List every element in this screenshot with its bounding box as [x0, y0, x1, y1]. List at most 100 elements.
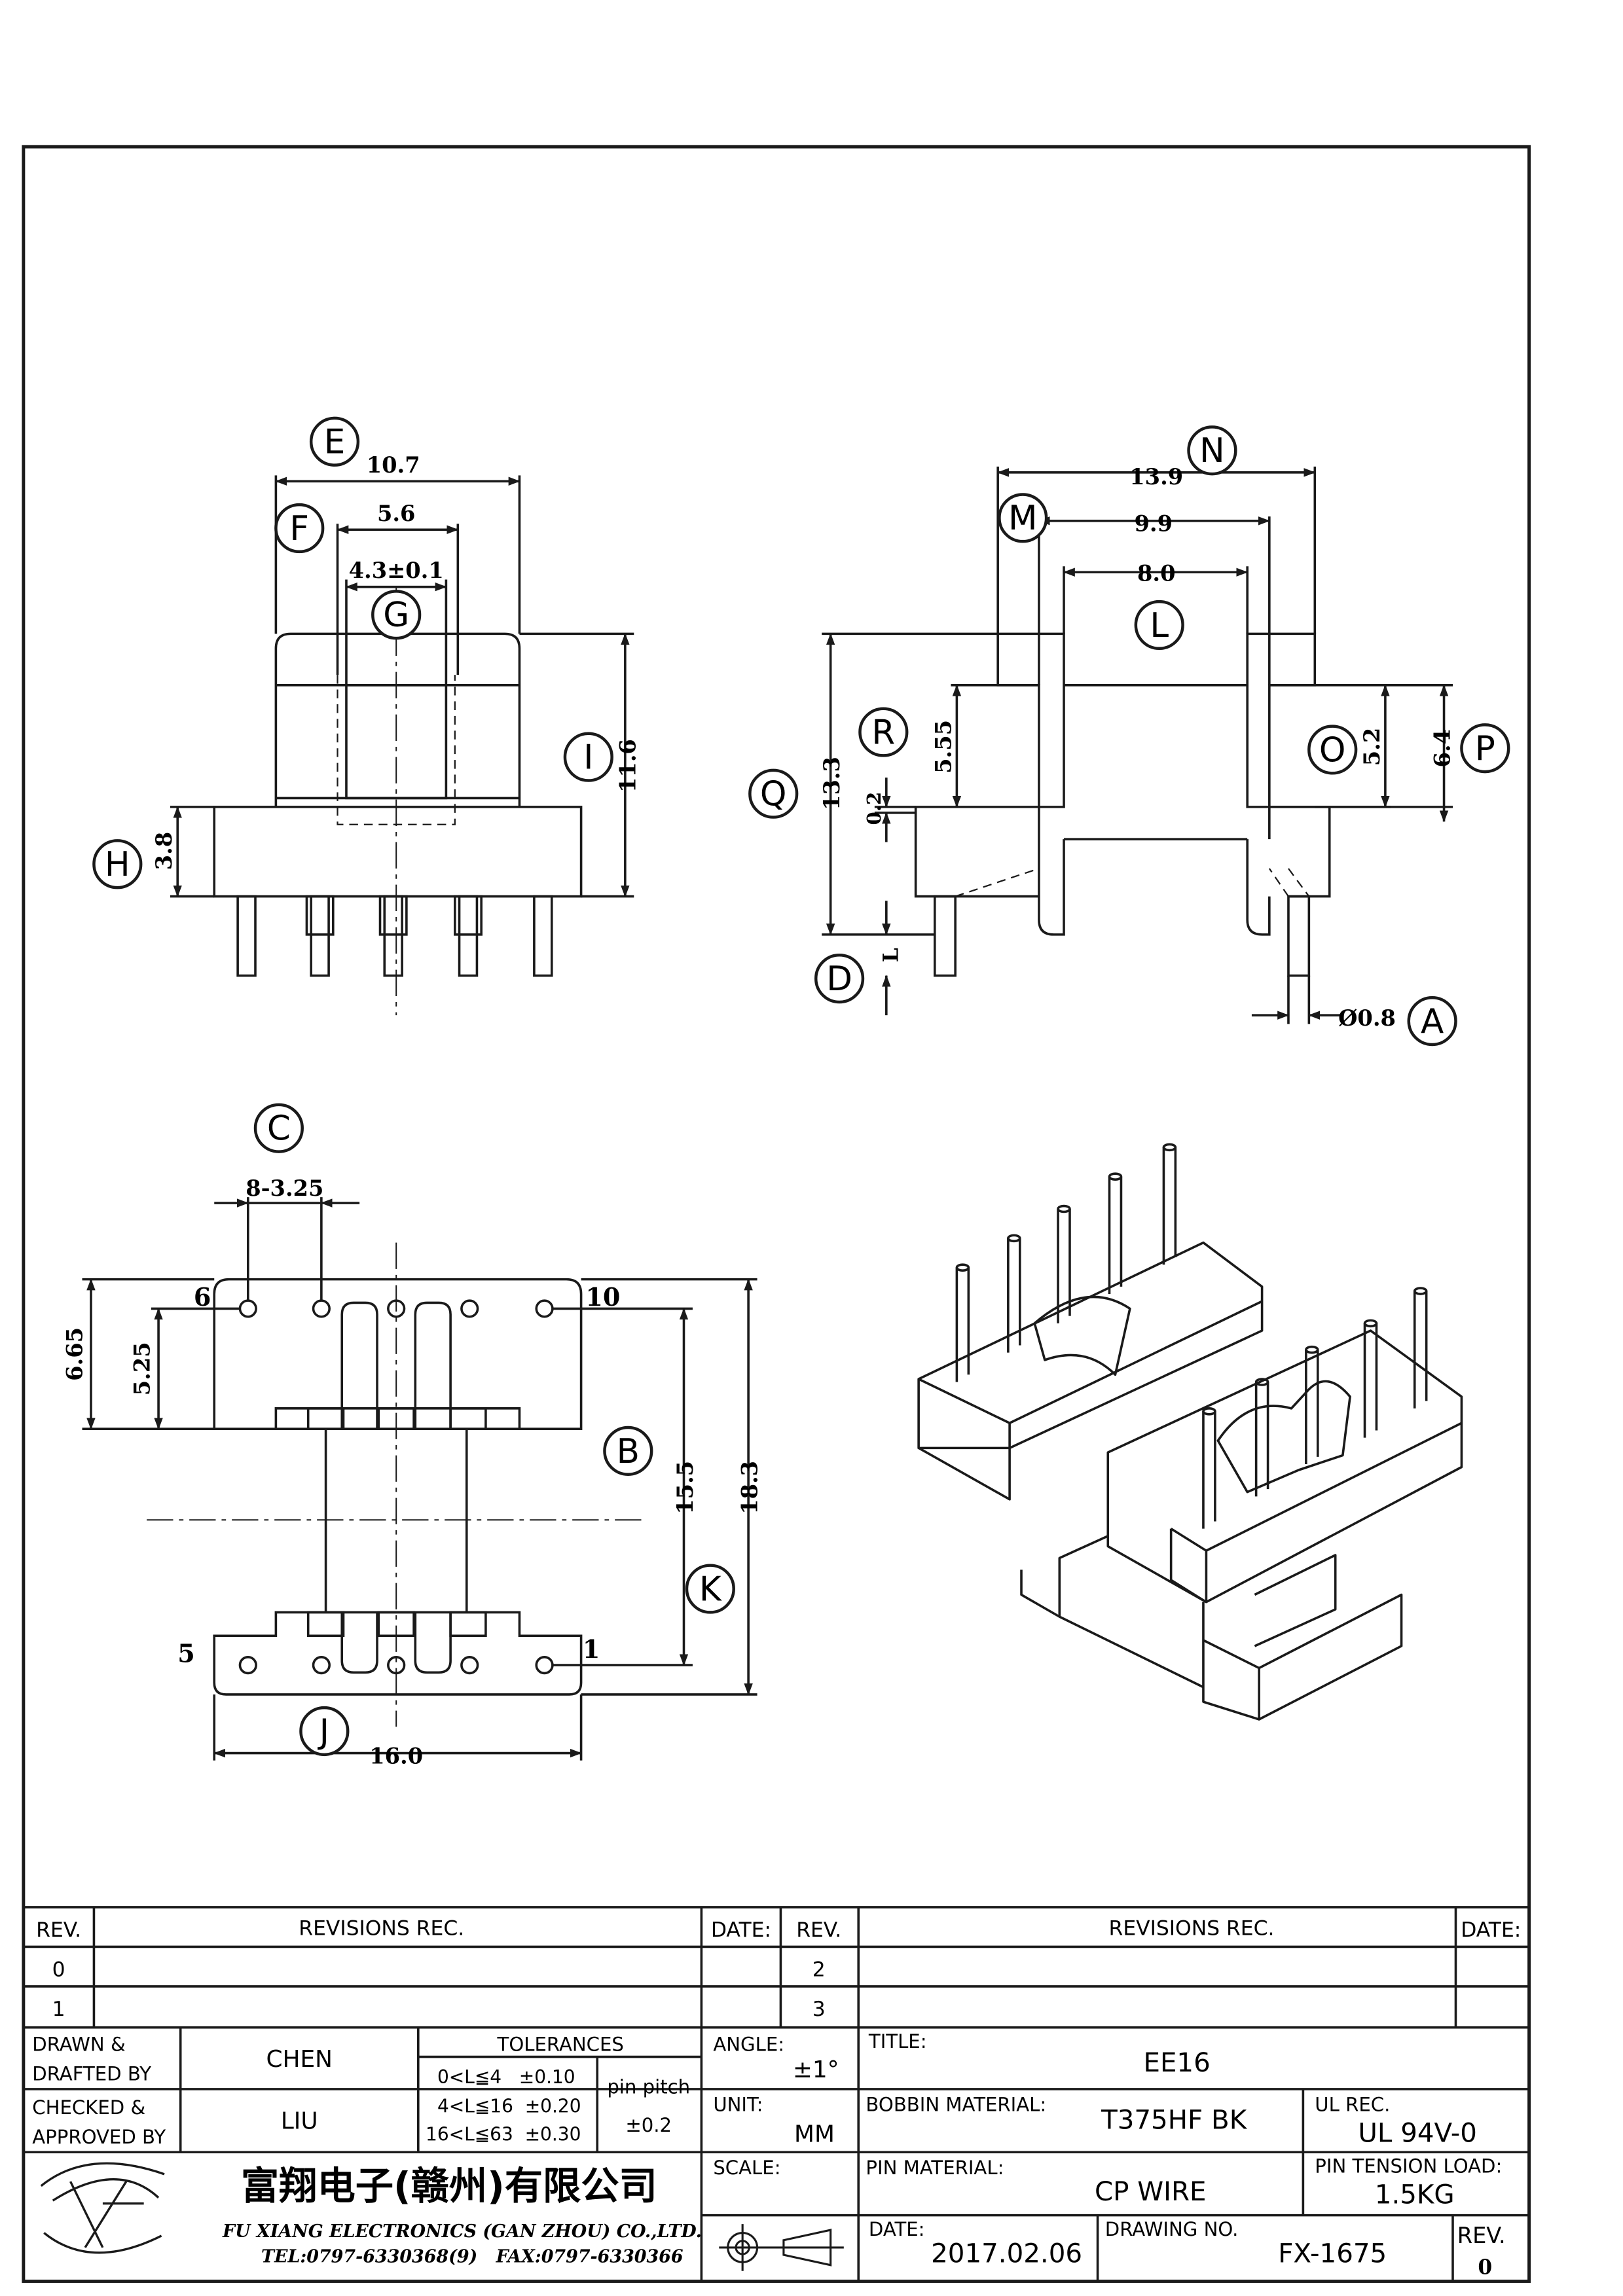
- dim-d-value: L: [880, 948, 903, 962]
- title-value: EE16: [1143, 2047, 1210, 2078]
- dim-b-value: 15.5: [672, 1461, 698, 1515]
- rev-header-right: REV.: [796, 1918, 841, 1942]
- balloon-i: I: [563, 732, 613, 782]
- date-header-left: DATE:: [711, 1918, 771, 1942]
- balloon-group: A B C D E F G H I J K L M N O P Q R: [92, 416, 1510, 1757]
- dim-m-value: 9.9: [1135, 510, 1173, 536]
- date-label: DATE:: [869, 2218, 925, 2240]
- balloon-g: G: [371, 590, 422, 640]
- front-view: [170, 475, 634, 1016]
- dim-q-value: 13.3: [818, 757, 845, 810]
- balloon-f-letter: F: [289, 509, 309, 548]
- company-logo: [40, 2162, 165, 2254]
- rev-header-left: REV.: [36, 1918, 81, 1942]
- dim-i-value: 11.6: [615, 739, 641, 793]
- dim-c-value: 8-3.25: [246, 1175, 323, 1201]
- balloon-q: Q: [748, 768, 799, 819]
- balloon-f: F: [274, 503, 325, 554]
- pin-6-label: 6: [194, 1282, 211, 1312]
- dim-j-value: 16.0: [369, 1742, 423, 1768]
- balloon-j-letter: J: [318, 1712, 329, 1751]
- tolerance-row-3: 16<L≦63 ±0.30: [426, 2123, 581, 2145]
- pin-pitch-value: ±0.2: [625, 2114, 672, 2136]
- projection-symbol-icon: [719, 2224, 844, 2271]
- title-label: TITLE:: [868, 2030, 927, 2053]
- balloon-b-letter: B: [617, 1432, 640, 1471]
- company-tel: TEL:0797-6330368(9): [261, 2246, 477, 2267]
- dim-gap-value: 0.2: [863, 792, 885, 825]
- balloon-k-letter: K: [699, 1570, 722, 1609]
- drawn-label-2: DRAFTED BY: [32, 2062, 151, 2085]
- balloon-c: C: [253, 1103, 304, 1153]
- unit-label: UNIT:: [713, 2093, 763, 2115]
- date-header-right: DATE:: [1461, 1918, 1521, 1942]
- pin-pitch-label: pin pitch: [607, 2076, 690, 2098]
- rev-row-1: 1: [52, 1998, 65, 2021]
- balloon-r: R: [858, 707, 909, 757]
- unit-value: MM: [794, 2121, 835, 2148]
- balloon-d-letter: D: [826, 960, 852, 999]
- pin-tension-label: PIN TENSION LOAD:: [1315, 2155, 1502, 2178]
- pin-material-value: CP WIRE: [1095, 2176, 1207, 2207]
- balloon-b: B: [603, 1426, 653, 1476]
- balloon-h: H: [92, 839, 143, 889]
- dim-r-value: 5.55: [930, 720, 956, 774]
- balloon-i-letter: I: [583, 738, 593, 778]
- checked-label-2: APPROVED BY: [32, 2126, 166, 2148]
- revisions-header-right: REVISIONS REC.: [1109, 1917, 1275, 1941]
- balloon-k: K: [685, 1564, 735, 1614]
- rev-row-3: 3: [812, 1998, 826, 2021]
- date-value: 2017.02.06: [931, 2238, 1082, 2269]
- balloon-p: P: [1460, 723, 1510, 774]
- side-view: [822, 466, 1453, 1024]
- pin-10-label: 10: [585, 1282, 620, 1312]
- dim-h-value: 3.8: [151, 832, 177, 870]
- bobbin-material-label: BOBBIN MATERIAL:: [866, 2093, 1046, 2115]
- tolerance-row-2: 4<L≦16 ±0.20: [437, 2096, 581, 2117]
- ul-rec-value: UL 94V-0: [1358, 2118, 1477, 2149]
- dim-n-value: 13.9: [1129, 463, 1183, 490]
- revisions-header-left: REVISIONS REC.: [299, 1917, 464, 1941]
- pin-1-label: 1: [583, 1634, 600, 1664]
- dim-f-value: 5.6: [377, 500, 415, 526]
- checked-label-1: CHECKED &: [32, 2096, 145, 2119]
- company-name-en: FU XIANG ELECTRONICS (GAN ZHOU) CO.,LTD.: [222, 2221, 702, 2242]
- scale-label: SCALE:: [713, 2157, 780, 2179]
- dim-k-value: 18.3: [737, 1461, 763, 1515]
- dim-left-h2-value: 5.25: [129, 1342, 155, 1395]
- dim-l-value: 8.0: [1137, 560, 1175, 586]
- drawing-no-label: DRAWING NO.: [1105, 2218, 1239, 2240]
- balloon-n: N: [1187, 425, 1237, 476]
- balloon-a: A: [1407, 996, 1457, 1047]
- isometric-view: [917, 1143, 1463, 1721]
- angle-label: ANGLE:: [713, 2034, 784, 2056]
- drawn-label-1: DRAWN &: [32, 2034, 125, 2056]
- balloon-n-letter: N: [1199, 431, 1225, 471]
- drawn-by-value: CHEN: [266, 2046, 332, 2073]
- dim-o-value: 5.2: [1359, 728, 1385, 766]
- pin-5-label: 5: [177, 1639, 195, 1668]
- balloon-d: D: [814, 954, 865, 1004]
- balloon-l-letter: L: [1150, 606, 1169, 645]
- pin-tension-value: 1.5KG: [1375, 2179, 1455, 2210]
- balloon-p-letter: P: [1475, 729, 1495, 768]
- balloon-o: O: [1307, 725, 1358, 775]
- rev-row-0: 0: [52, 1958, 65, 1981]
- balloon-m-letter: M: [1008, 499, 1037, 538]
- balloon-r-letter: R: [871, 713, 895, 752]
- balloon-j: J: [299, 1706, 350, 1757]
- balloon-l: L: [1134, 600, 1184, 651]
- angle-value: ±1°: [793, 2056, 839, 2083]
- company-fax: FAX:0797-6330366: [496, 2246, 684, 2267]
- balloon-e: E: [309, 416, 360, 467]
- title-block-lines: [23, 1906, 1529, 2280]
- balloon-g-letter: G: [383, 596, 409, 635]
- sheet-border: [22, 145, 1531, 2283]
- balloon-e-letter: E: [324, 423, 346, 462]
- approved-by-value: LIU: [281, 2108, 318, 2134]
- balloon-o-letter: O: [1319, 730, 1346, 770]
- rev-row-2: 2: [812, 1958, 826, 1981]
- tolerance-row-1: 0<L≦4 ±0.10: [437, 2066, 575, 2088]
- balloon-m: M: [998, 493, 1048, 543]
